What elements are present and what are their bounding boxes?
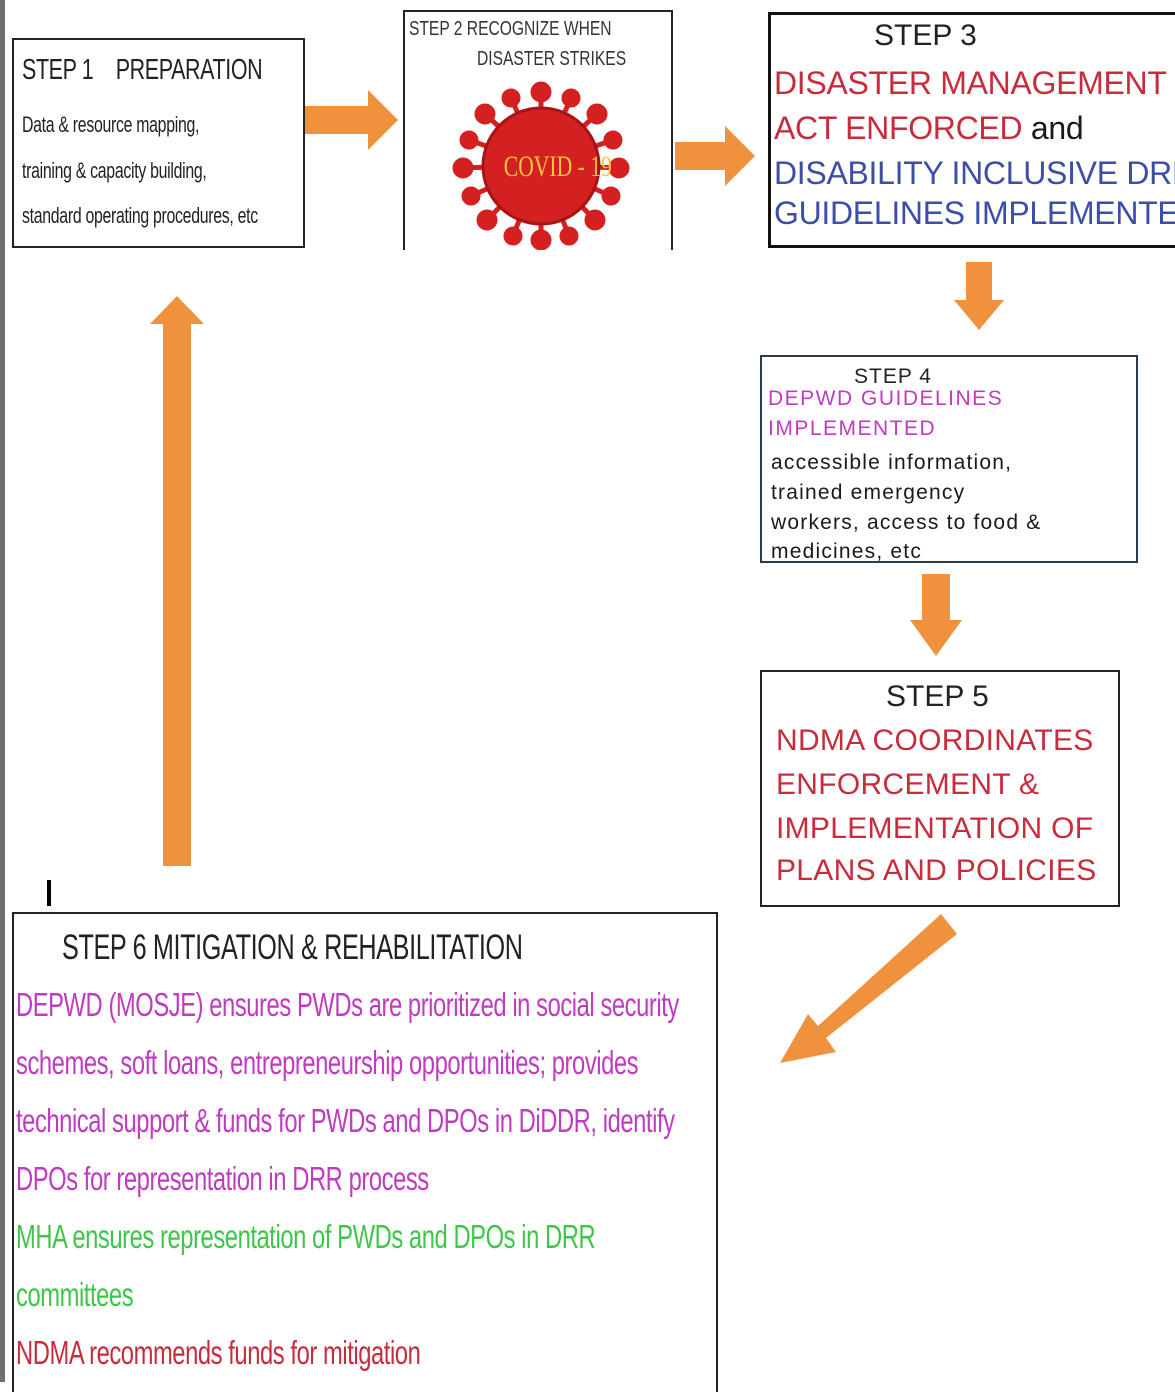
step3-title: STEP 3 xyxy=(874,19,977,52)
step5-line: IMPLEMENTATION OF xyxy=(776,812,1094,845)
left-frame-edge xyxy=(0,0,5,1382)
text-cursor-mark xyxy=(47,880,51,906)
step1-line: training & capacity building, xyxy=(22,158,207,183)
step3-act-enforced: ACT ENFORCED xyxy=(774,110,1023,146)
step3-and: and xyxy=(1022,110,1084,146)
step6-ndma-line: NDMA recommends funds for mitigation xyxy=(16,1334,421,1371)
step3-line3: DISABILITY INCLUSIVE DRR, xyxy=(774,155,1175,191)
step3-line1: DISASTER MANAGEMENT xyxy=(774,65,1167,101)
step3-box: STEP 3 DISASTER MANAGEMENT ACT ENFORCED … xyxy=(768,12,1175,248)
arrow-step2-to-step3 xyxy=(675,126,755,186)
step5-line: NDMA COORDINATES xyxy=(776,724,1094,757)
step5-box: STEP 5 NDMA COORDINATES ENFORCEMENT & IM… xyxy=(760,670,1120,907)
step6-mha-line: MHA ensures representation of PWDs and D… xyxy=(16,1218,596,1255)
step4-mag-line1: DEPWD GUIDELINES xyxy=(768,387,1004,410)
step2-box: STEP 2 RECOGNIZE WHEN DISASTER STRIKES xyxy=(403,10,673,250)
step1-title: STEP 1 PREPARATION xyxy=(22,54,263,86)
covid-virus-icon xyxy=(452,81,630,250)
step6-depwd-line: DEPWD (MOSJE) ensures PWDs are prioritiz… xyxy=(16,986,679,1023)
arrow-step3-to-step4 xyxy=(954,262,1004,330)
step4-body-line: accessible information, xyxy=(771,451,1013,474)
step5-line: PLANS AND POLICIES xyxy=(776,854,1097,887)
step2-title-line2: DISASTER STRIKES xyxy=(477,48,627,70)
step5-line: ENFORCEMENT & xyxy=(776,768,1040,801)
step4-box: STEP 4 DEPWD GUIDELINES IMPLEMENTED acce… xyxy=(760,355,1138,563)
arrow-step4-to-step5 xyxy=(910,574,962,656)
step4-body-line: workers, access to food & xyxy=(771,511,1042,534)
step4-body-line: trained emergency xyxy=(771,481,966,504)
step1-line: standard operating procedures, etc xyxy=(22,203,258,228)
step4-mag-line2: IMPLEMENTED xyxy=(768,417,937,440)
step6-depwd-line: schemes, soft loans, entrepreneurship op… xyxy=(16,1044,639,1081)
arrow-step5-to-step6 xyxy=(780,914,957,1063)
step6-box: STEP 6 MITIGATION & REHABILITATION DEPWD… xyxy=(12,912,718,1392)
step6-depwd-line: DPOs for representation in DRR process xyxy=(16,1160,429,1197)
arrow-step1-to-step2 xyxy=(305,90,398,150)
step6-title: STEP 6 MITIGATION & REHABILITATION xyxy=(62,928,523,967)
step1-line: Data & resource mapping, xyxy=(22,112,200,137)
step6-mha-line: committees xyxy=(16,1276,134,1313)
arrow-step6-to-step1 xyxy=(150,296,204,866)
step3-line4: GUIDELINES IMPLEMENTED xyxy=(774,195,1175,231)
step6-depwd-line: technical support & funds for PWDs and D… xyxy=(16,1102,675,1139)
step1-box: STEP 1 PREPARATION Data & resource mappi… xyxy=(12,38,305,248)
step5-title: STEP 5 xyxy=(886,680,989,713)
step3-line2: ACT ENFORCED and xyxy=(774,110,1084,147)
step4-body-line: medicines, etc xyxy=(771,540,923,563)
step4-title: STEP 4 xyxy=(854,365,932,388)
step2-title-line1: STEP 2 RECOGNIZE WHEN xyxy=(409,18,612,40)
